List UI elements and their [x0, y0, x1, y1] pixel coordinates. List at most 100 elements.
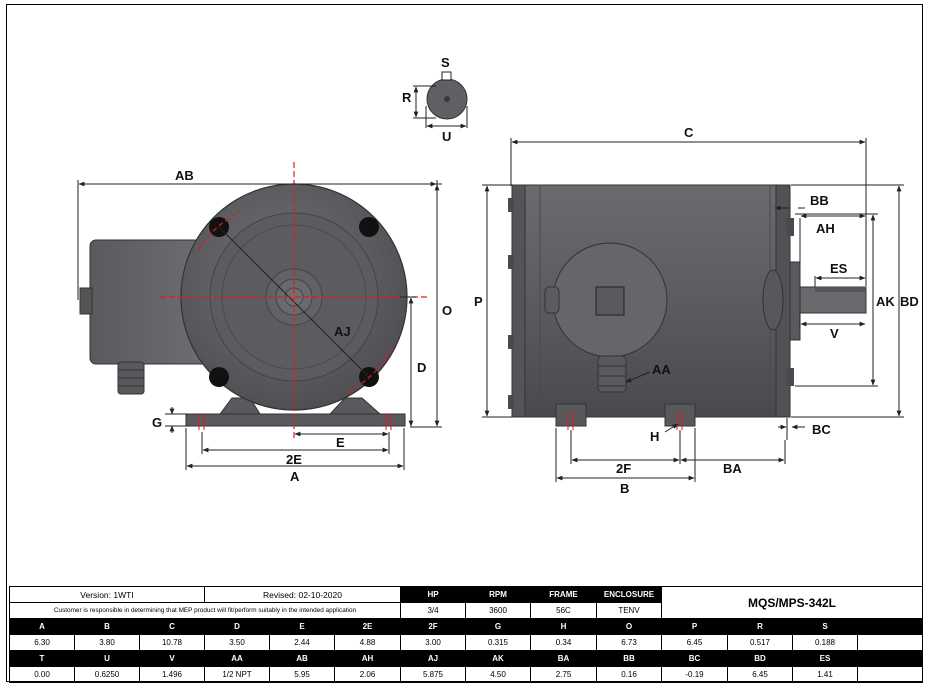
dimension-header-cell: A [9, 618, 75, 635]
dimension-value-cell: 0.517 [727, 634, 793, 651]
dimension-header-cell: AJ [400, 650, 466, 667]
dimension-value-cell: 2.75 [530, 666, 597, 683]
dimension-value-cell: 6.45 [661, 634, 728, 651]
label-o: O [442, 303, 452, 318]
dimension-header-cell: T [9, 650, 75, 667]
label-d: D [417, 360, 426, 375]
front-view: AB O D AJ G E 2E A [77, 162, 452, 484]
version-cell: Version: 1WTI [9, 586, 205, 603]
dimension-value-cell [857, 634, 923, 651]
dimension-header-cell: AA [204, 650, 270, 667]
dimension-value-cell: 3.50 [204, 634, 270, 651]
dimension-header-cell: ES [792, 650, 858, 667]
dimension-header-cell: C [139, 618, 205, 635]
dimension-value-cell: 6.73 [596, 634, 662, 651]
dimension-header-cell: AB [269, 650, 335, 667]
spec-value-frame: 56C [530, 602, 597, 619]
dimension-value-cell: 4.50 [465, 666, 531, 683]
dimension-header-cell: U [74, 650, 140, 667]
label-c: C [684, 125, 694, 140]
dimension-header-cell: AH [334, 650, 401, 667]
label-b: B [620, 481, 629, 496]
dimension-header-cell [857, 618, 923, 635]
spec-header-frame: FRAME [530, 586, 597, 603]
label-a: A [290, 469, 300, 484]
dimension-value-cell: 5.95 [269, 666, 335, 683]
side-view: C BB AH ES V AK BD P AA [474, 125, 919, 496]
label-bb: BB [810, 193, 829, 208]
spec-value-rpm: 3600 [465, 602, 531, 619]
label-p: P [474, 294, 483, 309]
dimension-header-cell: BD [727, 650, 793, 667]
dimension-value-cell: 5.875 [400, 666, 466, 683]
label-s: S [441, 55, 450, 70]
dimension-value-cell: 6.45 [727, 666, 793, 683]
shaft-end-view: S R U [402, 55, 468, 144]
dimension-value-cell: 0.6250 [74, 666, 140, 683]
dimension-value-cell: 1/2 NPT [204, 666, 270, 683]
label-es: ES [830, 261, 848, 276]
spec-header-rpm: RPM [465, 586, 531, 603]
dimension-value-cell [857, 666, 923, 683]
dimension-value-cell: 1.496 [139, 666, 205, 683]
dimension-header-cell: AK [465, 650, 531, 667]
dimension-value-cell: 6.30 [9, 634, 75, 651]
label-2f: 2F [616, 461, 631, 476]
dimension-value-cell: 0.315 [465, 634, 531, 651]
dimension-header-cell: 2F [400, 618, 466, 635]
label-bc: BC [812, 422, 831, 437]
label-ba: BA [723, 461, 742, 476]
dimension-header-cell: H [530, 618, 597, 635]
label-bd: BD [900, 294, 919, 309]
dimension-value-cell: 3.00 [400, 634, 466, 651]
dimension-value-cell: 0.16 [596, 666, 662, 683]
motor-dimension-drawing: S R U [77, 55, 919, 496]
dimension-value-cell: 2.44 [269, 634, 335, 651]
spec-header-hp: HP [400, 586, 466, 603]
label-ab: AB [175, 168, 194, 183]
dimension-header-cell: V [139, 650, 205, 667]
dimension-header-cell: 2E [334, 618, 401, 635]
label-g: G [152, 415, 162, 430]
revised-cell: Revised: 02-10-2020 [204, 586, 401, 603]
spec-header-enclosure: ENCLOSURE [596, 586, 662, 603]
dimension-value-cell: 10.78 [139, 634, 205, 651]
spec-value-hp: 3/4 [400, 602, 466, 619]
dimension-value-cell: 4.88 [334, 634, 401, 651]
dimension-header-cell: R [727, 618, 793, 635]
spec-value-enclosure: TENV [596, 602, 662, 619]
dimension-value-cell: 0.34 [530, 634, 597, 651]
dimension-header-cell: BA [530, 650, 597, 667]
dimension-value-cell: 0.00 [9, 666, 75, 683]
dimension-value-cell: 1.41 [792, 666, 858, 683]
dimension-value-cell: 3.80 [74, 634, 140, 651]
dimension-header-cell: BB [596, 650, 662, 667]
dimension-header-cell: BC [661, 650, 728, 667]
label-aj: AJ [334, 324, 351, 339]
dimension-header-cell: B [74, 618, 140, 635]
dimension-header-cell: D [204, 618, 270, 635]
label-aa: AA [652, 362, 671, 377]
label-e: E [336, 435, 345, 450]
model-number: MQS/MPS-342L [661, 586, 923, 619]
label-u: U [442, 129, 451, 144]
dimension-header-cell: P [661, 618, 728, 635]
label-ak: AK [876, 294, 895, 309]
version-row: Version: 1WTI Revised: 02-10-2020 HP RPM… [9, 586, 923, 619]
label-r: R [402, 90, 412, 105]
dimension-header-cell [857, 650, 923, 667]
dimension-value-cell: -0.19 [661, 666, 728, 683]
dimension-header-cell: E [269, 618, 335, 635]
label-h: H [650, 429, 659, 444]
spec-table: Version: 1WTI Revised: 02-10-2020 HP RPM… [9, 586, 923, 683]
dimension-header-cell: G [465, 618, 531, 635]
dimension-value-cell: 2.06 [334, 666, 401, 683]
dimension-value-cell: 0.188 [792, 634, 858, 651]
dimension-header-cell: S [792, 618, 858, 635]
dimension-header-cell: O [596, 618, 662, 635]
label-v: V [830, 326, 839, 341]
